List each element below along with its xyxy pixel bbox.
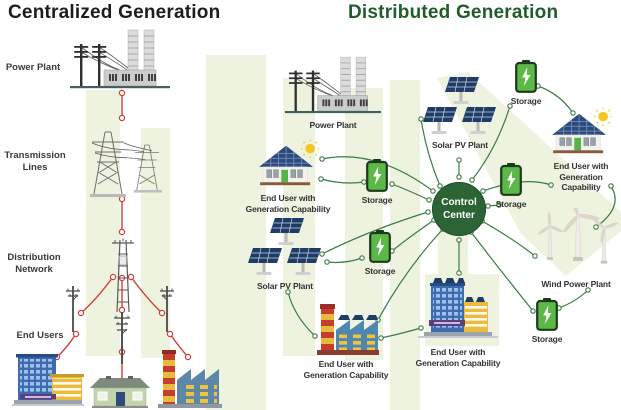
node-wind-power-plant: Wind Power Plant bbox=[528, 208, 621, 290]
node-label: Storage bbox=[364, 266, 396, 276]
house-icon bbox=[90, 376, 150, 408]
distributed-title: Distributed Generation bbox=[348, 2, 559, 23]
node-solar-pv-top: Solar PV Plant bbox=[421, 75, 499, 151]
stage-label-end-users: End Users bbox=[16, 330, 64, 341]
battery-icon bbox=[500, 163, 522, 196]
node-end-user-factory: End User with Generation Capability bbox=[299, 302, 393, 380]
node-label: Storage bbox=[495, 199, 527, 209]
node-end-user-house-right: End User with Generation Capability bbox=[540, 108, 621, 193]
node-label: End User with Generation Capability bbox=[553, 161, 609, 193]
solar-factory-icon bbox=[317, 304, 379, 355]
node-storage-bottom-right: Storage bbox=[521, 298, 573, 345]
control-center-label: Control Center bbox=[441, 197, 477, 221]
node-label: End User with Generation Capability bbox=[415, 347, 501, 368]
node-label: Storage bbox=[510, 96, 542, 106]
utility-pole-icon bbox=[158, 282, 176, 334]
node-solar-pv-left: Solar PV Plant bbox=[246, 216, 324, 292]
node-label: End User with Generation Capability bbox=[245, 193, 331, 214]
node-label: Solar PV Plant bbox=[431, 140, 488, 150]
sun-icon bbox=[593, 108, 612, 126]
node-label: Power Plant bbox=[309, 120, 357, 130]
node-power-plant: Power Plant bbox=[281, 55, 385, 131]
solar-pv-icon bbox=[423, 76, 496, 134]
power-plant-icon bbox=[68, 28, 172, 92]
battery-icon bbox=[366, 159, 388, 192]
solar-house-icon bbox=[259, 140, 319, 186]
office-building-icon bbox=[12, 352, 84, 408]
solar-house-icon bbox=[552, 108, 612, 154]
control-center: Control Center bbox=[432, 182, 486, 236]
utility-pole-icon bbox=[64, 282, 82, 334]
node-end-user-house-left: End User with Generation Capability bbox=[238, 140, 338, 214]
sun-icon bbox=[300, 140, 319, 158]
utility-pole-icon bbox=[111, 308, 133, 366]
solar-office-building-icon bbox=[418, 278, 498, 338]
stage-label-power-plant: Power Plant bbox=[5, 62, 61, 73]
battery-icon bbox=[515, 60, 537, 93]
wind-turbine-icon bbox=[538, 208, 618, 264]
node-storage-bottom-mid: Storage bbox=[354, 230, 406, 277]
solar-pv-icon bbox=[248, 217, 321, 275]
battery-icon bbox=[369, 230, 391, 263]
node-storage-left: Storage bbox=[351, 159, 403, 206]
transmission-lines-icon bbox=[80, 120, 164, 200]
power-plant-icon bbox=[284, 56, 382, 114]
node-storage-top: Storage bbox=[500, 60, 552, 107]
battery-icon bbox=[536, 298, 558, 331]
stage-label-distribution: Distribution Network bbox=[7, 252, 61, 275]
node-label: End User with Generation Capability bbox=[303, 359, 389, 380]
node-label: Solar PV Plant bbox=[256, 281, 313, 291]
distribution-tower-icon bbox=[108, 236, 138, 314]
node-end-user-building: End User with Generation Capability bbox=[412, 276, 504, 368]
node-storage-right: Storage bbox=[485, 163, 537, 210]
factory-icon bbox=[158, 350, 222, 408]
stage-label-transmission: Transmission Lines bbox=[4, 150, 66, 173]
centralized-title: Centralized Generation bbox=[8, 2, 221, 23]
node-label: Storage bbox=[531, 334, 563, 344]
node-label: Wind Power Plant bbox=[541, 279, 611, 289]
node-label: Storage bbox=[361, 195, 393, 205]
